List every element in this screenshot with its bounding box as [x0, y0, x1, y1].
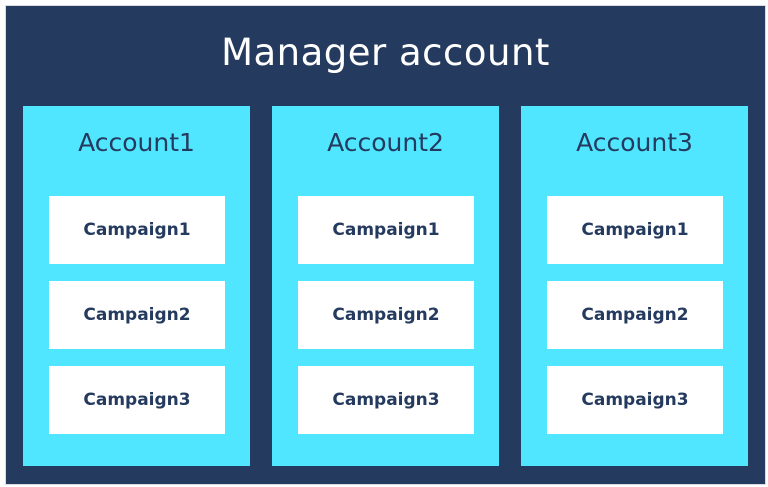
- manager-account-container: Manager account Account1 Campaign1 Campa…: [5, 5, 766, 485]
- account-box-1: Account1 Campaign1 Campaign2 Campaign3: [23, 106, 250, 466]
- account-box-2: Account2 Campaign1 Campaign2 Campaign3: [272, 106, 499, 466]
- campaign-box: Campaign1: [49, 196, 225, 264]
- campaign-box: Campaign2: [49, 281, 225, 349]
- manager-account-title: Manager account: [221, 31, 550, 74]
- campaign-box: Campaign3: [49, 366, 225, 434]
- campaign-box: Campaign1: [547, 196, 723, 264]
- campaign-box: Campaign1: [298, 196, 474, 264]
- campaign-box: Campaign2: [298, 281, 474, 349]
- account-title: Account3: [576, 128, 693, 157]
- campaign-box: Campaign2: [547, 281, 723, 349]
- account-box-3: Account3 Campaign1 Campaign2 Campaign3: [521, 106, 748, 466]
- account-title: Account1: [78, 128, 195, 157]
- campaign-box: Campaign3: [298, 366, 474, 434]
- account-title: Account2: [327, 128, 444, 157]
- campaign-box: Campaign3: [547, 366, 723, 434]
